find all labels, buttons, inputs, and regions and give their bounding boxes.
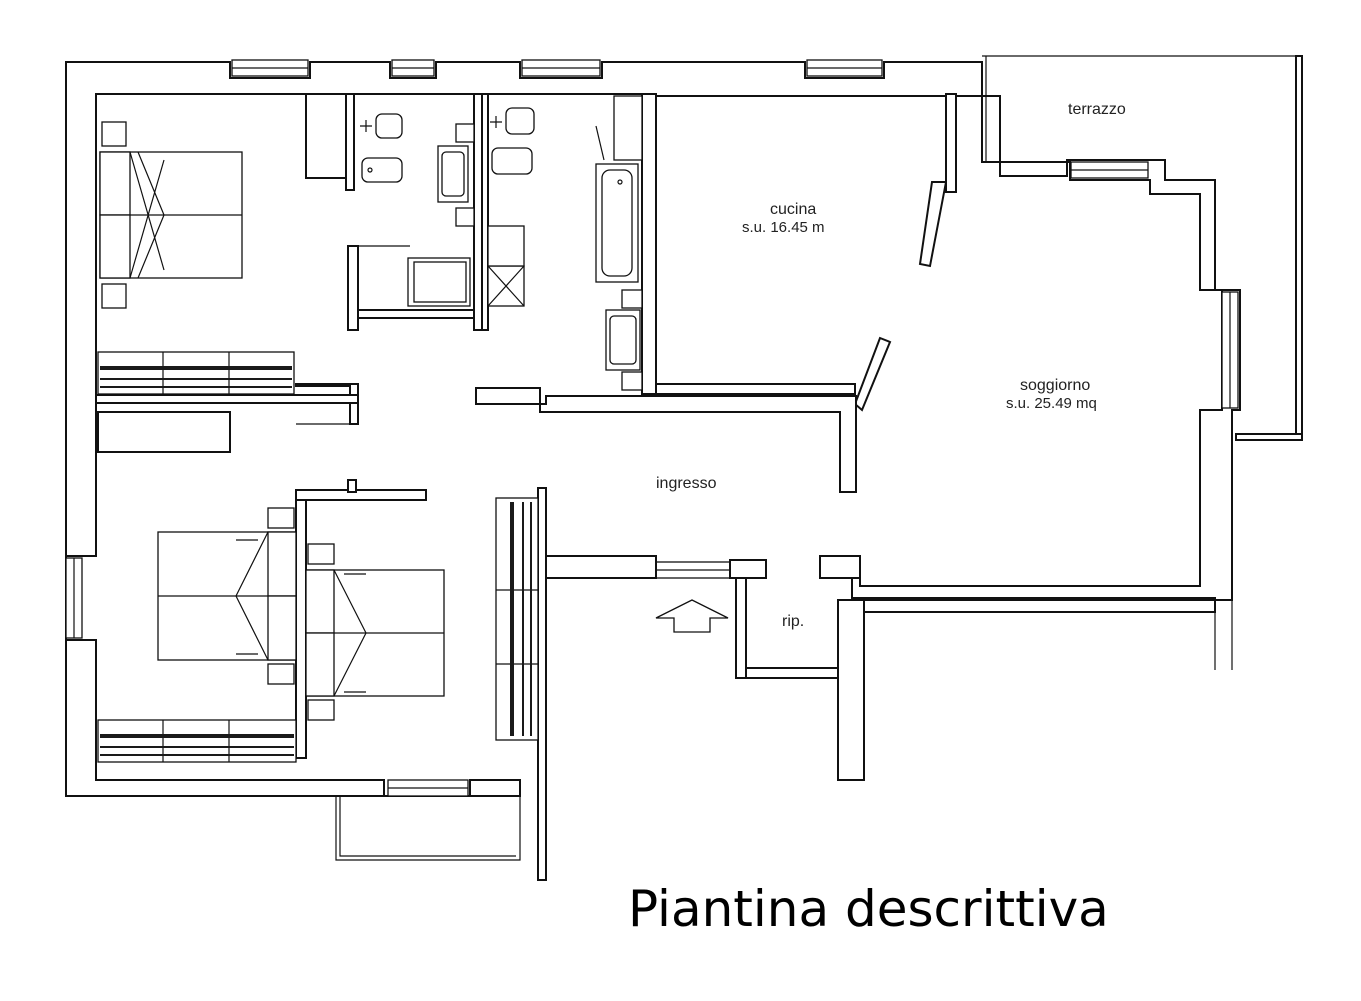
room-label-terrazzo: terrazzo — [1068, 101, 1126, 118]
room-label-ingresso: ingresso — [656, 475, 717, 492]
interior-walls — [95, 93, 957, 881]
windows — [65, 59, 1239, 797]
room-area-cucina: s.u. 16.45 m — [742, 219, 825, 236]
room-label-ripostiglio: rip. — [782, 613, 805, 630]
balcony-bottom — [335, 796, 521, 861]
room-area-soggiorno: s.u. 25.49 mq — [1006, 395, 1097, 412]
terrace — [982, 55, 1303, 441]
entrance-arrow-icon — [655, 599, 729, 633]
room-label-cucina: cucina — [770, 201, 817, 218]
plan-caption: Piantina descrittiva — [628, 880, 1109, 938]
bathroom-fixtures — [360, 95, 643, 391]
wardrobes — [97, 351, 539, 763]
room-label-soggiorno: soggiorno — [1020, 377, 1091, 394]
outer-walls — [65, 61, 1241, 797]
beds — [99, 121, 445, 721]
